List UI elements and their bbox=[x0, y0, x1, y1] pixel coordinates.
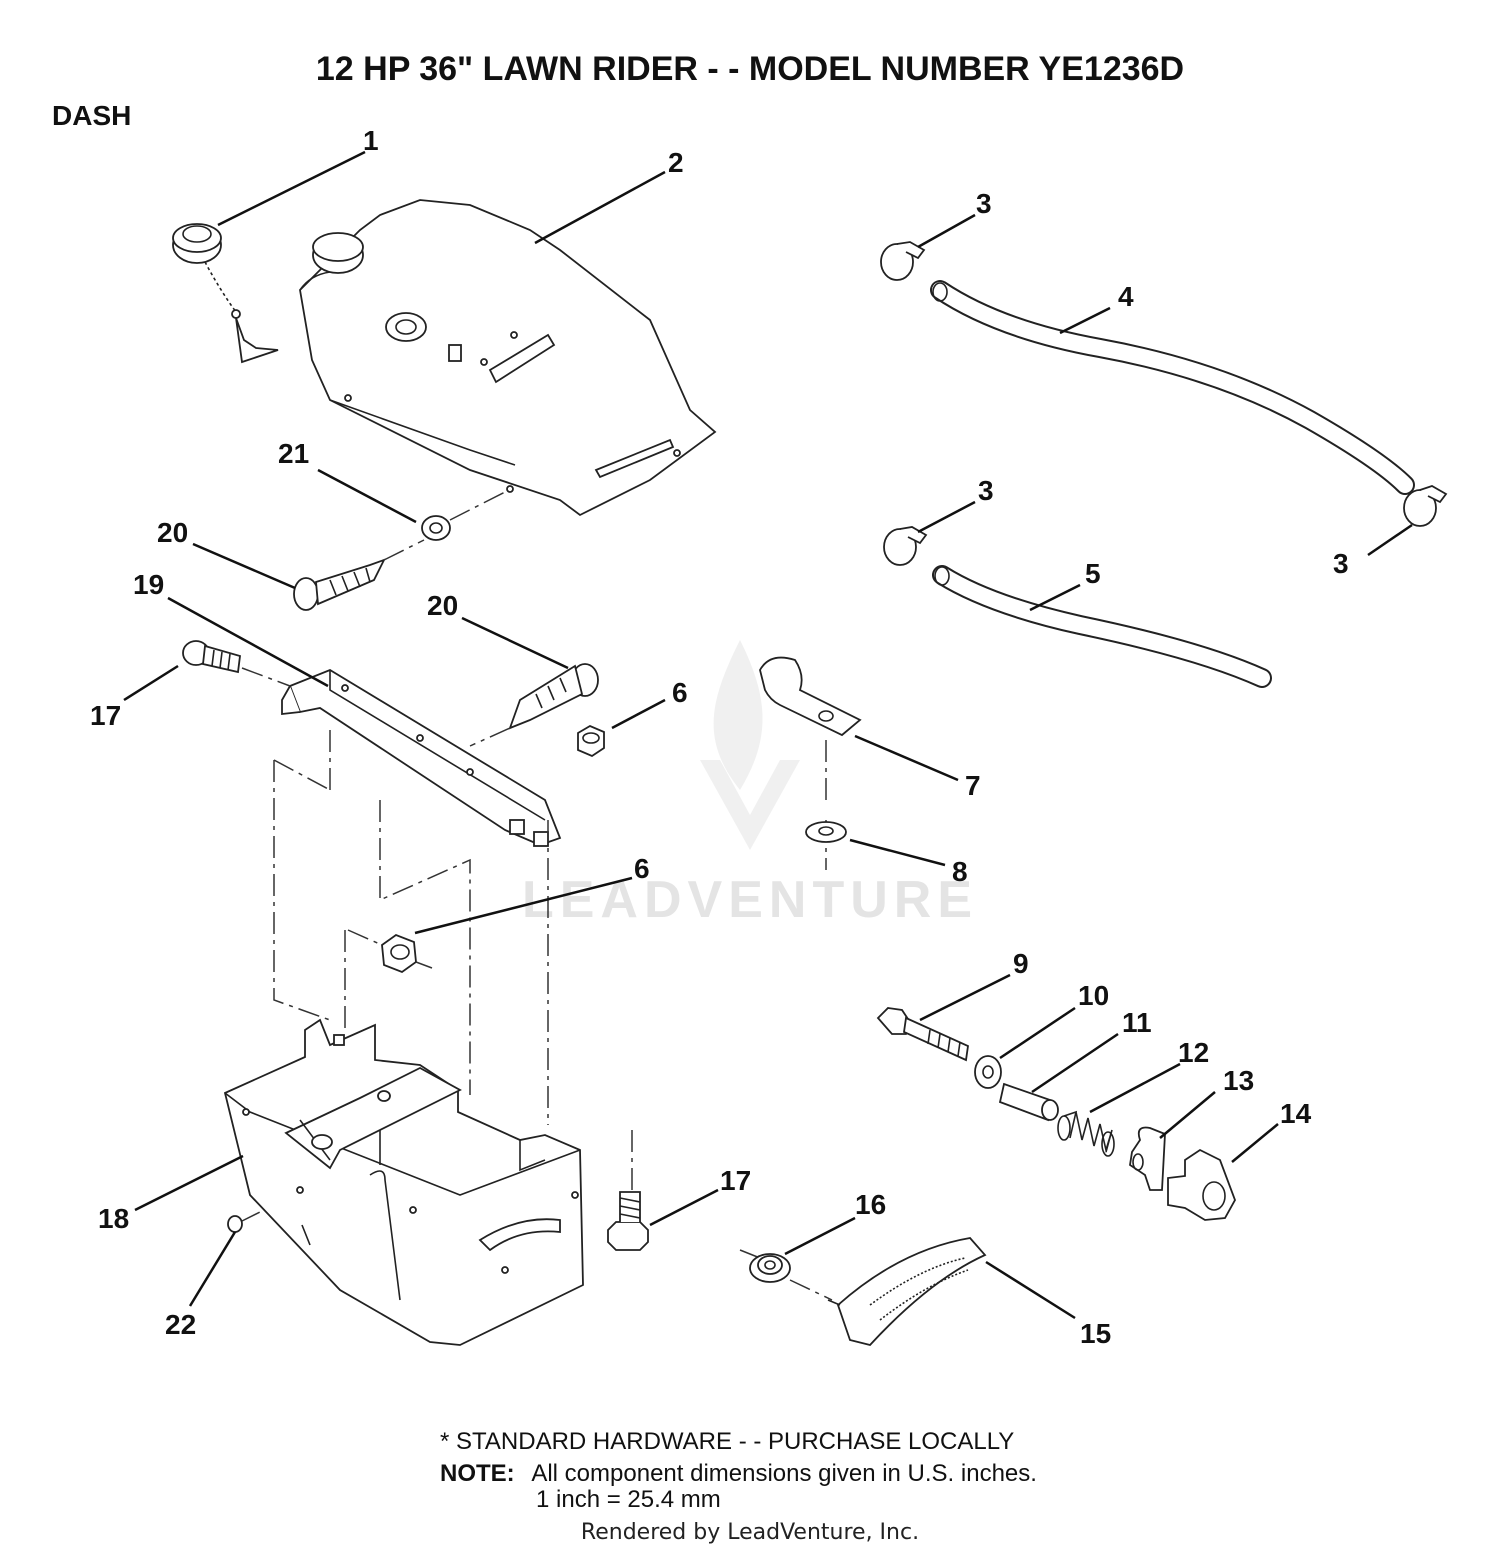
bushing-14[interactable] bbox=[1167, 1148, 1236, 1221]
callouts: 1 2 3 3 3 4 5 6 6 7 8 9 10 11 12 13 14 1… bbox=[90, 125, 1349, 1349]
callout-2[interactable]: 2 bbox=[668, 147, 684, 178]
callout-4[interactable]: 4 bbox=[1118, 281, 1134, 312]
fuel-tank-housing[interactable] bbox=[299, 199, 717, 517]
callout-12[interactable]: 12 bbox=[1178, 1037, 1209, 1068]
callout-19[interactable]: 19 bbox=[133, 569, 164, 600]
callout-10[interactable]: 10 bbox=[1078, 980, 1109, 1011]
hose-clamp-3a[interactable] bbox=[880, 241, 926, 281]
note-line: NOTE: All component dimensions given in … bbox=[440, 1460, 1037, 1488]
callout-14[interactable]: 14 bbox=[1280, 1098, 1312, 1129]
callout-3c[interactable]: 3 bbox=[1333, 548, 1349, 579]
flange-nut-16[interactable] bbox=[749, 1253, 791, 1283]
watermark: LEADVENTURE bbox=[521, 871, 979, 929]
note-label: NOTE: bbox=[440, 1460, 515, 1487]
callout-5[interactable]: 5 bbox=[1085, 558, 1101, 589]
callout-18[interactable]: 18 bbox=[98, 1203, 129, 1234]
bolt-17-upper[interactable] bbox=[182, 640, 291, 687]
callout-17a[interactable]: 17 bbox=[90, 700, 121, 731]
callout-7[interactable]: 7 bbox=[965, 770, 981, 801]
gas-cap[interactable] bbox=[172, 223, 279, 364]
spacer-11[interactable] bbox=[998, 1082, 1059, 1122]
callout-13[interactable]: 13 bbox=[1223, 1065, 1254, 1096]
callout-6b[interactable]: 6 bbox=[634, 853, 650, 884]
hose-clamp-3c[interactable] bbox=[1403, 485, 1448, 527]
hex-nut-6-lower[interactable] bbox=[347, 929, 433, 974]
washer-8[interactable] bbox=[805, 821, 847, 843]
washer-21[interactable] bbox=[421, 491, 506, 541]
push-rivet-22[interactable] bbox=[227, 1215, 243, 1233]
hex-nut-6-upper[interactable] bbox=[577, 724, 605, 758]
clip-13[interactable] bbox=[1129, 1126, 1166, 1191]
callout-22[interactable]: 22 bbox=[165, 1309, 196, 1340]
callout-6a[interactable]: 6 bbox=[672, 677, 688, 708]
section-label: DASH bbox=[52, 100, 132, 131]
page-title: 12 HP 36" LAWN RIDER - - MODEL NUMBER YE… bbox=[315, 50, 1185, 88]
callout-21[interactable]: 21 bbox=[278, 438, 309, 469]
fuel-hose-5[interactable] bbox=[932, 565, 1272, 688]
callout-11[interactable]: 11 bbox=[1122, 1007, 1152, 1038]
spring-12[interactable] bbox=[1057, 1110, 1115, 1157]
callout-20b[interactable]: 20 bbox=[427, 590, 458, 621]
bolt-20-lower[interactable] bbox=[469, 663, 599, 747]
bolt-9[interactable] bbox=[876, 1007, 969, 1062]
standard-hardware-note: * STANDARD HARDWARE - - PURCHASE LOCALLY bbox=[440, 1428, 1015, 1455]
hose-clip-7[interactable] bbox=[759, 656, 862, 737]
callout-15[interactable]: 15 bbox=[1080, 1318, 1111, 1349]
callout-20a[interactable]: 20 bbox=[157, 517, 188, 548]
callout-3a[interactable]: 3 bbox=[976, 188, 992, 219]
dash-panel[interactable] bbox=[223, 1018, 584, 1346]
rendered-by: Rendered by LeadVenture, Inc. bbox=[580, 1520, 920, 1545]
hose-clamp-3b[interactable] bbox=[883, 526, 928, 566]
callout-9[interactable]: 9 bbox=[1013, 948, 1029, 979]
leader-lines bbox=[123, 150, 1413, 1320]
callout-1[interactable]: 1 bbox=[363, 125, 379, 156]
note-text: All component dimensions given in U.S. i… bbox=[531, 1460, 1037, 1487]
fuel-hose-4[interactable] bbox=[930, 280, 1415, 495]
callout-3b[interactable]: 3 bbox=[978, 475, 994, 506]
dash-bracket[interactable] bbox=[281, 668, 562, 847]
conversion-note: 1 inch = 25.4 mm bbox=[536, 1486, 721, 1513]
screw-20-upper[interactable] bbox=[293, 539, 425, 611]
callout-8[interactable]: 8 bbox=[952, 856, 968, 887]
callout-17b[interactable]: 17 bbox=[720, 1165, 751, 1196]
throttle-quadrant[interactable] bbox=[827, 1237, 987, 1347]
callout-16[interactable]: 16 bbox=[855, 1189, 886, 1220]
bolt-17-lower[interactable] bbox=[607, 1191, 649, 1251]
washer-10[interactable] bbox=[974, 1055, 1002, 1089]
watermark-logo bbox=[700, 640, 800, 850]
